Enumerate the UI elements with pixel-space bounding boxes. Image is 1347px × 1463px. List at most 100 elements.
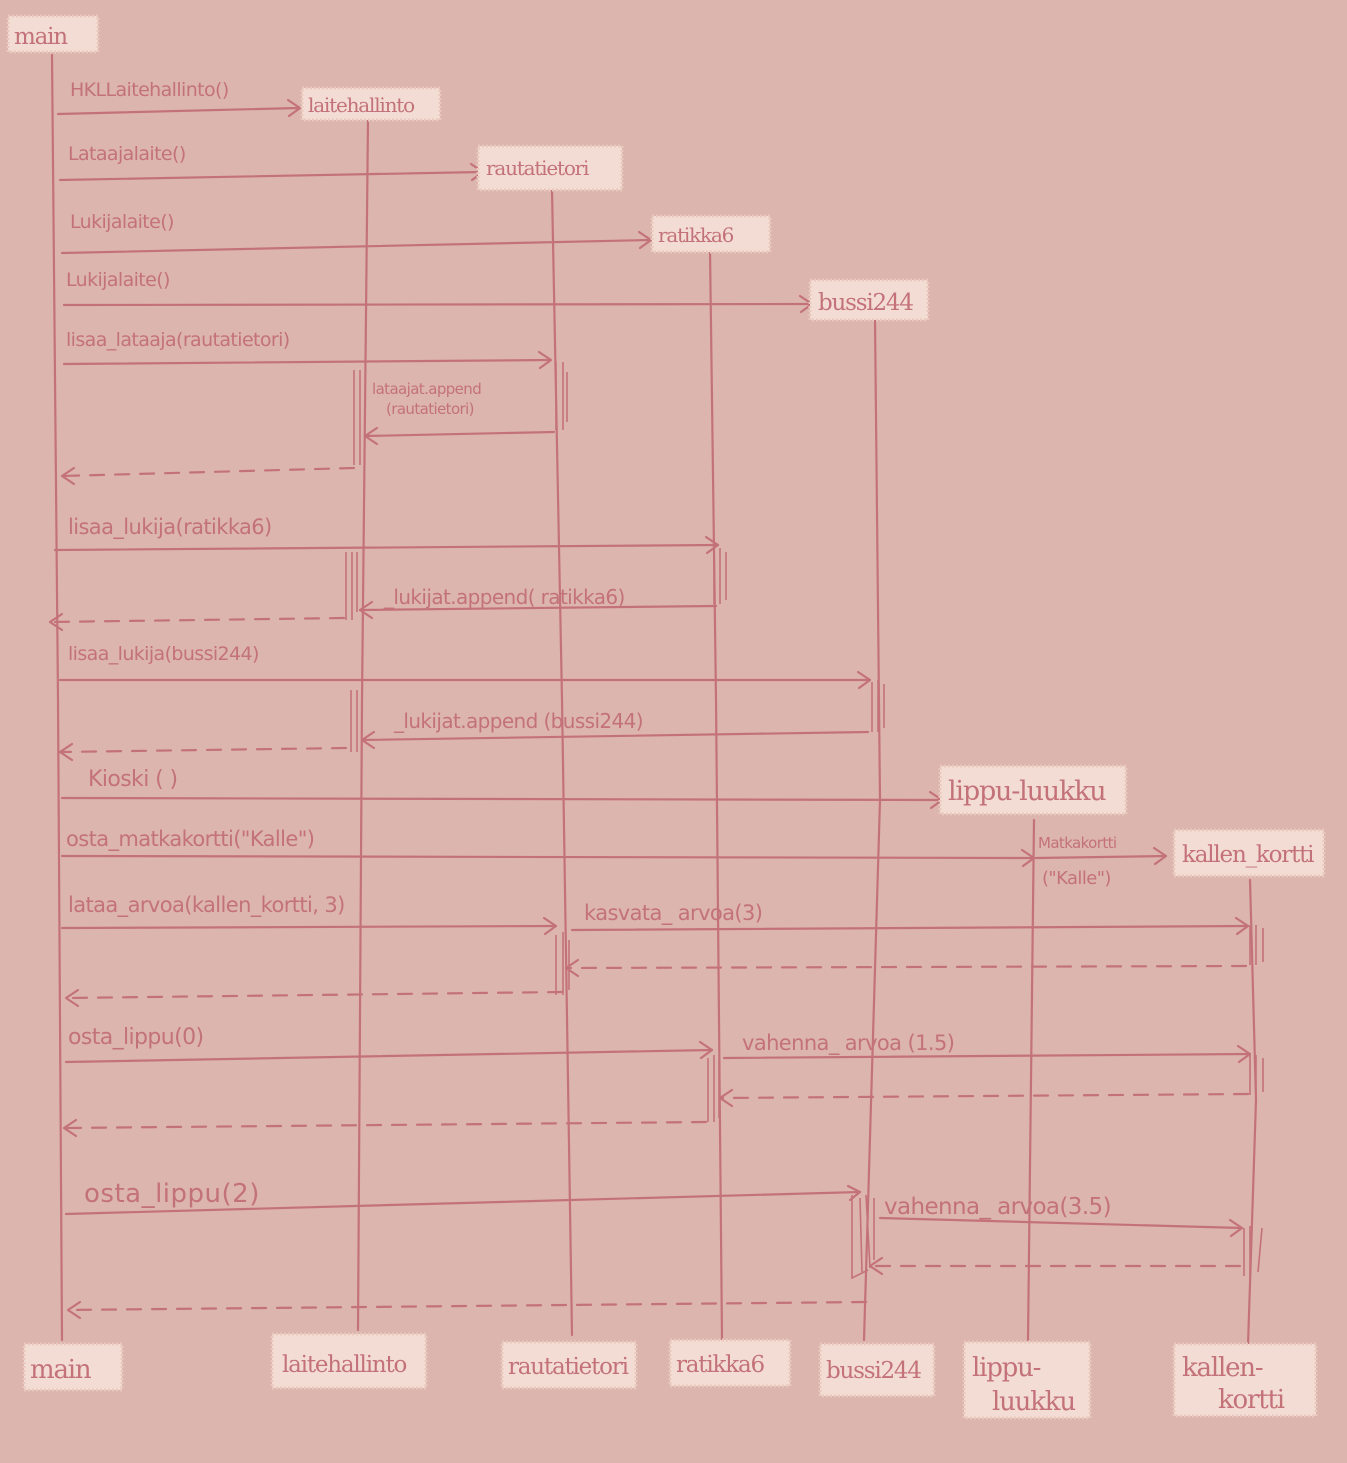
object-main-bottom: main — [22, 1342, 124, 1392]
message-label-m2: Lataajalaite() — [68, 143, 186, 165]
object-label: bussi244 — [818, 290, 913, 316]
object-rautatietori: rautatietori — [476, 144, 624, 192]
message-label-m5: lisaa_lataaja(rautatietori) — [66, 329, 290, 351]
activation-bar — [555, 362, 568, 430]
return-arrow-m7 — [58, 742, 348, 762]
message-label-m12a: vahenna_ arvoa(3.5) — [884, 1194, 1111, 1220]
message-label-m5a: (rautatietori) — [386, 400, 474, 418]
message-label-m8: Kioski ( ) — [88, 767, 177, 792]
call-arrow-m4 — [62, 294, 814, 314]
object-label: ratikka6 — [658, 223, 734, 247]
lifeline-bussi244 — [862, 318, 882, 1342]
activation-bar — [1249, 925, 1264, 965]
message-label-m3: Lukijalaite() — [70, 211, 174, 233]
call-arrow-m12 — [64, 1184, 862, 1216]
message-label-m12: osta_lippu(2) — [84, 1179, 260, 1209]
object-label: laitehallinto — [282, 1352, 407, 1378]
message-label-m11a: vahenna_ arvoa (1.5) — [742, 1031, 954, 1056]
call-arrow-m5 — [62, 350, 553, 370]
object-rautatietori-bottom: rautatietori — [500, 1340, 638, 1390]
call-arrow-m10 — [60, 916, 558, 936]
message-label-m10a: kasvata_ arvoa(3) — [584, 901, 762, 926]
object-label: kortti — [1218, 1385, 1285, 1415]
object-ratikka6-bottom: ratikka6 — [668, 1338, 792, 1388]
call-arrow-m12a — [878, 1216, 1244, 1238]
activation-bar — [871, 680, 885, 732]
call-arrow-m1 — [56, 98, 302, 118]
object-label: lippu-luukku — [948, 776, 1106, 807]
object-main: main — [6, 14, 100, 54]
return-arrows — [48, 426, 1250, 1320]
message-label-m1: HKLLaitehallinto() — [70, 79, 229, 101]
message-label-m11: osta_lippu(0) — [68, 1025, 204, 1050]
return-arrow-m6 — [48, 612, 346, 632]
object-label: laitehallinto — [308, 93, 415, 117]
message-label-m6: lisaa_lukija(ratikka6) — [68, 515, 272, 540]
object-label: main — [30, 1355, 92, 1385]
lifeline-ratikka6 — [708, 248, 724, 1342]
return-arrow-m10a — [564, 958, 1248, 978]
return-arrow-m12 — [66, 1300, 868, 1320]
object-label: rautatietori — [508, 1354, 629, 1380]
object-lippu-luukku-bottom: lippu- luukku — [962, 1340, 1092, 1420]
return-arrow-m10 — [64, 988, 564, 1008]
lifeline-main — [50, 53, 64, 1342]
object-label: lippu- — [972, 1353, 1041, 1383]
object-label: main — [14, 24, 68, 50]
object-laitehallinto: laitehallinto — [300, 86, 442, 122]
message-label-m7: lisaa_lukija(bussi244) — [68, 643, 259, 665]
lifeline-lippu-luukku — [1026, 818, 1036, 1342]
activation-bar — [1249, 1055, 1264, 1095]
object-label: rautatietori — [486, 156, 589, 180]
activation-bar — [713, 548, 727, 604]
object-label: luukku — [992, 1387, 1075, 1417]
message-label-m5a: lataajat.append — [372, 380, 481, 398]
activation-bar — [345, 552, 358, 620]
message-label-m10: lataa_arvoa(kallen_kortti, 3) — [68, 893, 345, 918]
call-arrow-m10a — [570, 916, 1250, 936]
object-label: bussi244 — [826, 1358, 921, 1384]
return-arrow-m7a — [360, 730, 870, 750]
return-arrow-m5 — [60, 466, 356, 486]
activation-bar — [353, 370, 361, 465]
return-arrow-m12a — [868, 1256, 1242, 1276]
call-arrow-m9a — [1034, 846, 1168, 866]
message-label-m4: Lukijalaite() — [66, 269, 170, 291]
call-arrow-m2 — [58, 162, 485, 182]
activation-bar — [350, 690, 358, 752]
call-arrow-m3 — [60, 230, 653, 255]
message-label-m9a: ("Kalle") — [1042, 868, 1111, 889]
activations — [345, 362, 1264, 1280]
call-arrows — [53, 98, 1252, 1238]
object-ratikka6: ratikka6 — [650, 214, 772, 254]
call-arrow-m7 — [58, 670, 872, 690]
call-arrow-m11 — [64, 1040, 714, 1064]
object-bussi244-bottom: bussi244 — [818, 1342, 936, 1398]
return-arrow-m11 — [62, 1118, 708, 1138]
call-arrow-m9 — [60, 848, 1036, 868]
return-arrow-m5a — [363, 426, 556, 446]
object-label: ratikka6 — [676, 1352, 764, 1378]
message-label-m9a: Matkakortti — [1038, 834, 1116, 852]
activation-bar — [851, 1194, 875, 1280]
objects-bottom: main laitehallinto rautatietori ratikka6… — [22, 1332, 1318, 1420]
message-label-m7a: _lukijat.append (bussi244) — [393, 709, 643, 733]
lifeline-laitehallinto — [356, 118, 370, 1332]
message-label-m9: osta_matkakortti("Kalle") — [66, 827, 314, 852]
object-kallen-kortti-bottom: kallen- kortti — [1172, 1342, 1318, 1418]
object-label: kallen- — [1182, 1353, 1263, 1383]
object-bussi244: bussi244 — [808, 278, 930, 322]
call-arrow-m6 — [53, 535, 720, 555]
call-arrow-m11a — [722, 1044, 1252, 1064]
return-arrow-m6a — [358, 600, 718, 620]
object-label: kallen_kortti — [1182, 842, 1314, 868]
message-label-m6a: _lukijat.append( ratikka6) — [383, 585, 625, 609]
activation-bar — [1243, 1226, 1263, 1276]
return-arrow-m11a — [718, 1088, 1250, 1108]
activation-bar — [707, 1055, 720, 1122]
object-lippu-luukku: lippu-luukku — [938, 764, 1128, 816]
call-arrow-m8 — [60, 790, 944, 810]
object-laitehallinto-bottom: laitehallinto — [270, 1332, 428, 1390]
object-kallen-kortti: kallen_kortti — [1172, 828, 1326, 878]
